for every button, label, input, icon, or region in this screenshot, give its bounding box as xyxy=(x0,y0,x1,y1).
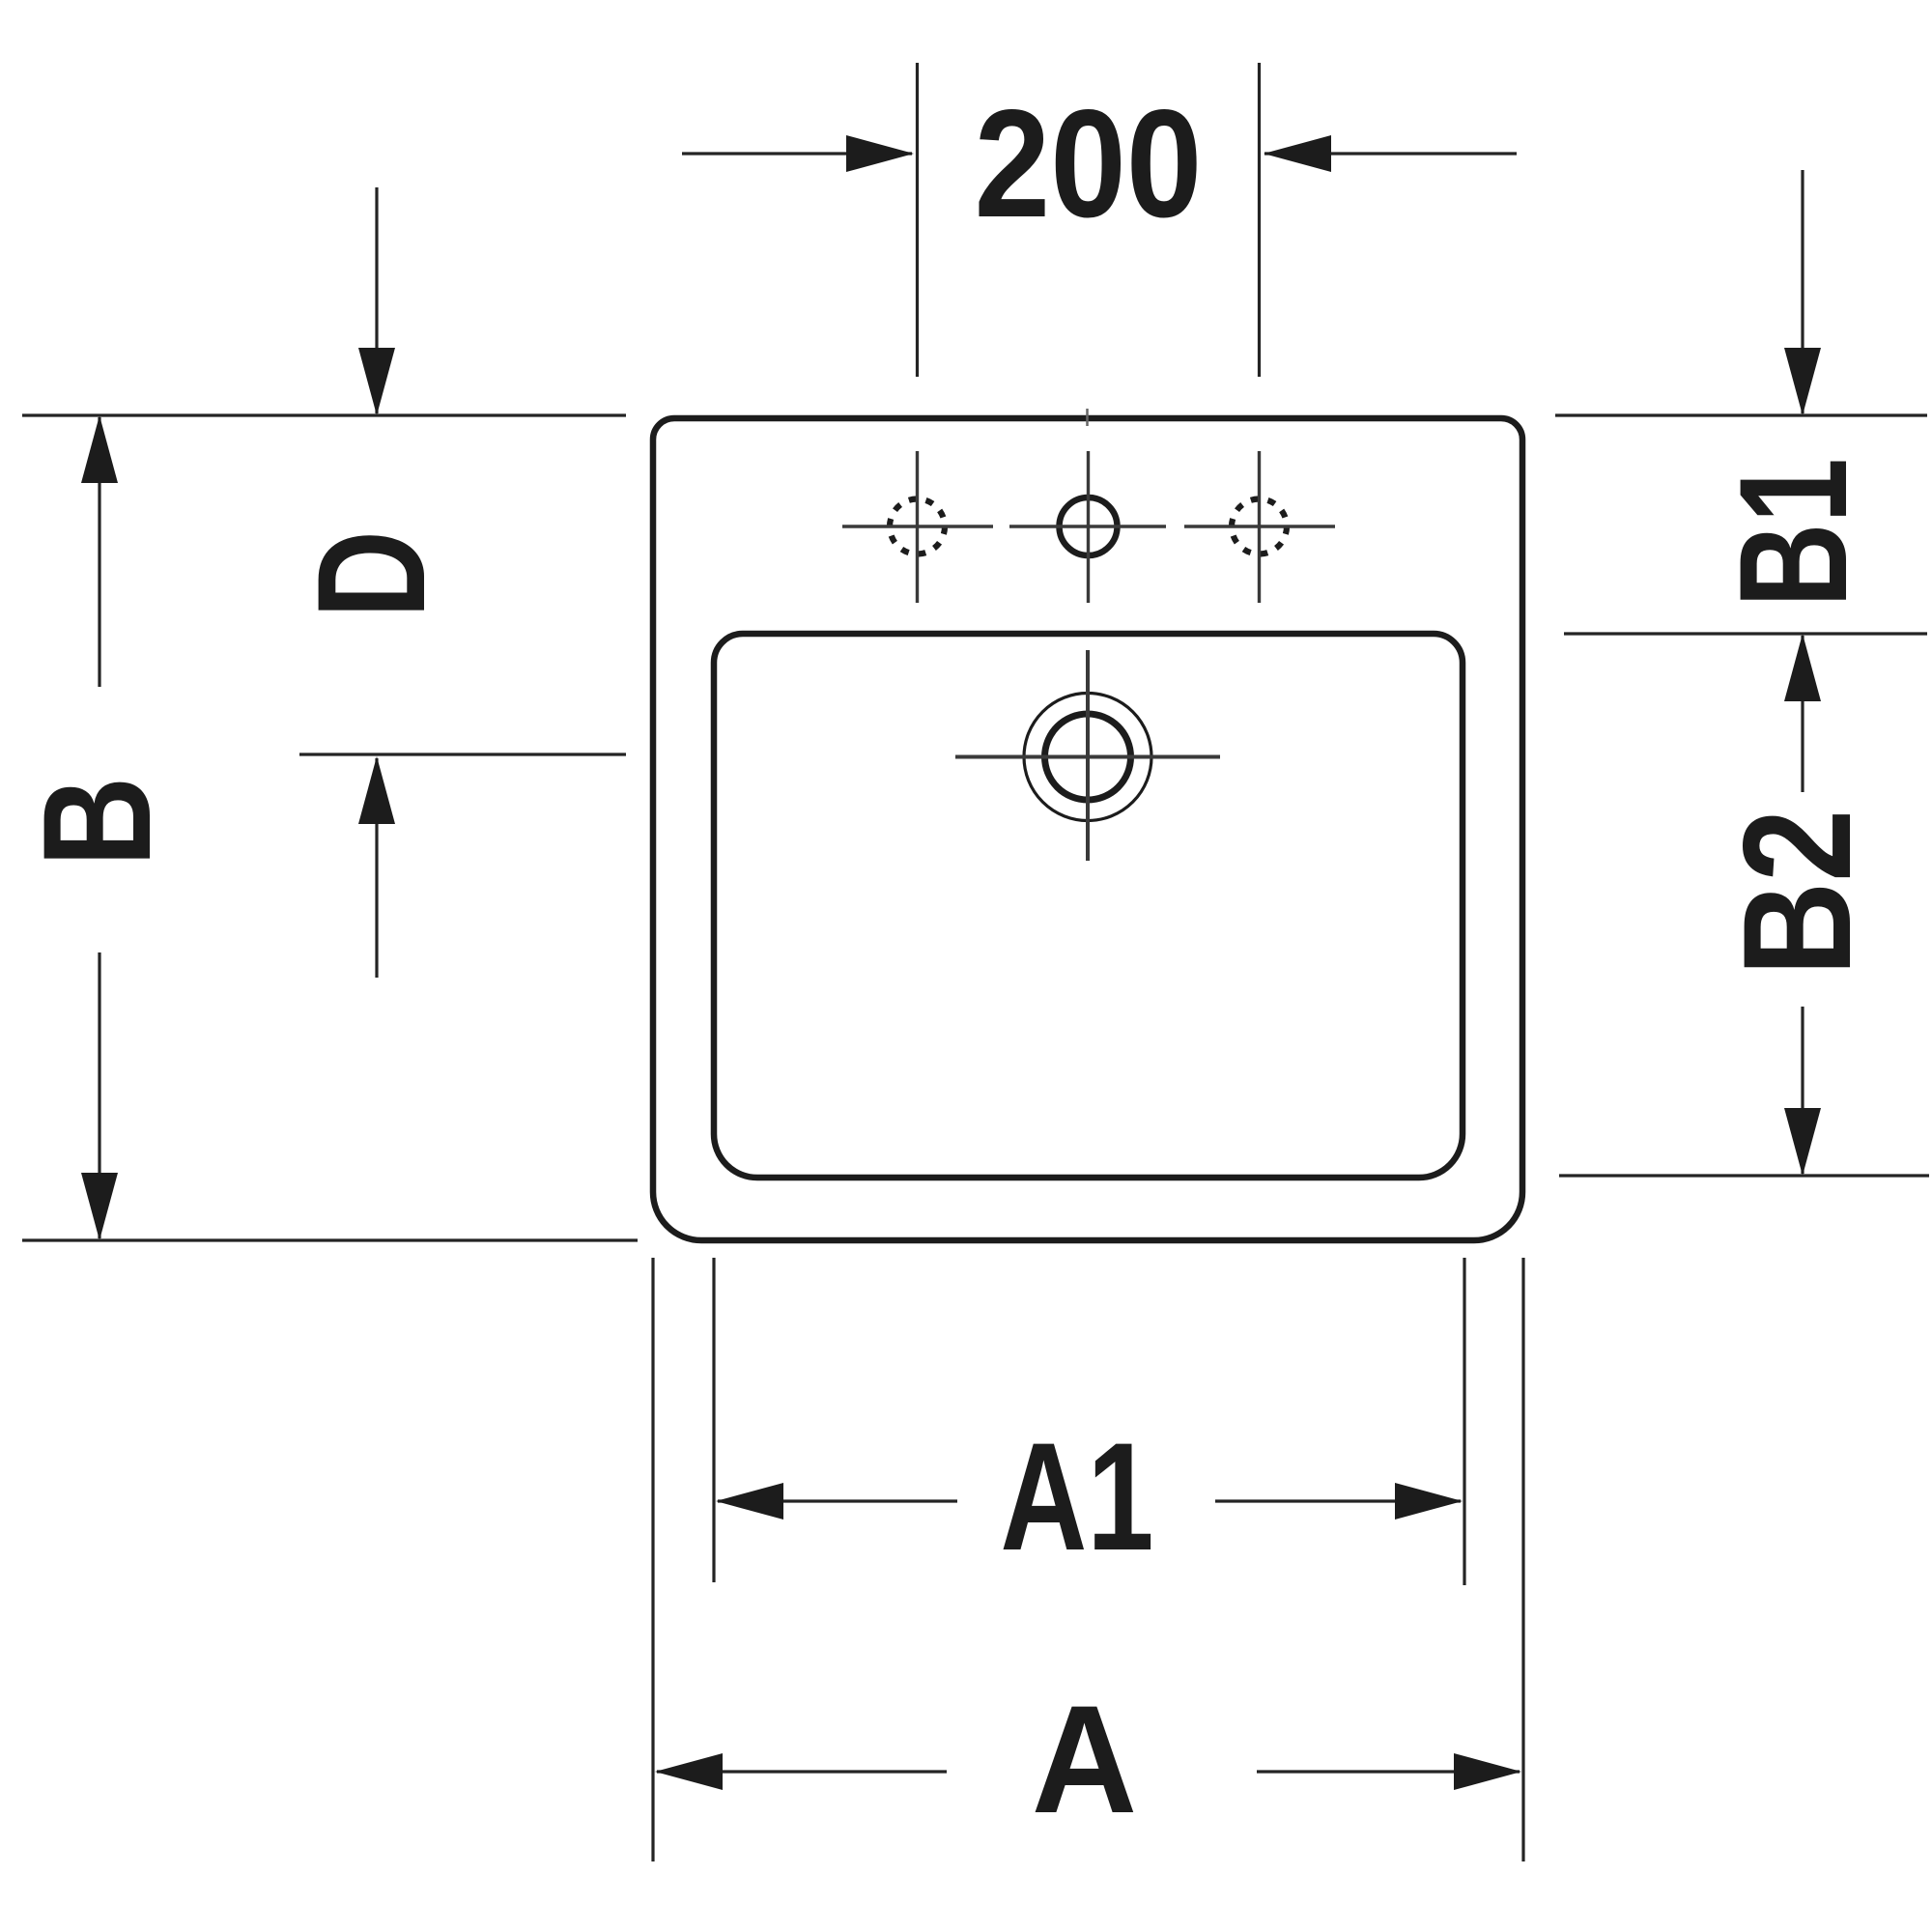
svg-text:B2: B2 xyxy=(1712,810,1884,977)
svg-text:A1: A1 xyxy=(1000,1411,1153,1582)
svg-text:D: D xyxy=(286,530,457,618)
svg-text:B: B xyxy=(11,777,183,867)
svg-text:B1: B1 xyxy=(1707,458,1879,608)
svg-text:A: A xyxy=(1032,1673,1137,1845)
svg-text:200: 200 xyxy=(975,77,1203,249)
